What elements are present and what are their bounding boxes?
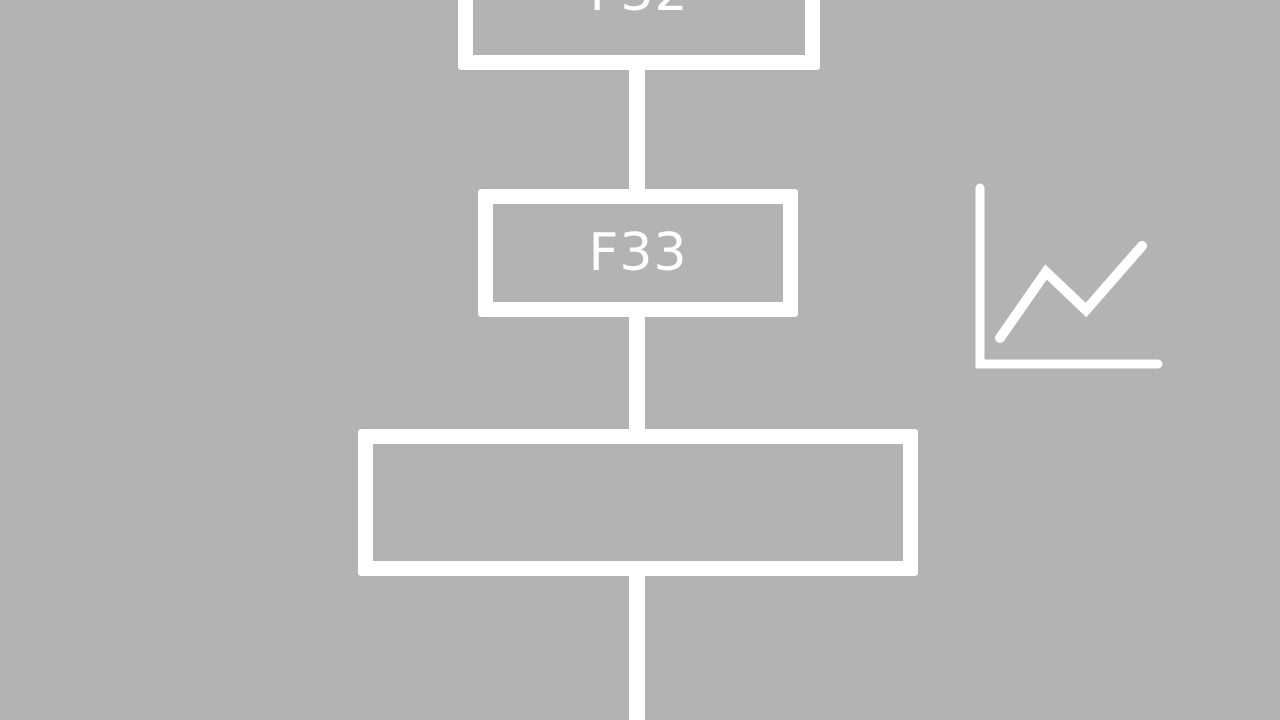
flow-node-f33: F33 — [478, 189, 798, 317]
connector-f32-f33 — [629, 68, 645, 192]
connector-bottom-down — [629, 574, 645, 720]
chart-icon-trend-line — [995, 241, 1147, 343]
flow-node-empty — [358, 429, 918, 576]
line-chart-icon — [975, 183, 1163, 369]
connector-f33-bottom — [629, 315, 645, 431]
flow-node-f32: F32 — [458, 0, 820, 70]
node-label-f32: F32 — [589, 0, 688, 19]
node-label-f33: F33 — [588, 223, 688, 283]
chart-icon-axes — [975, 183, 1163, 369]
